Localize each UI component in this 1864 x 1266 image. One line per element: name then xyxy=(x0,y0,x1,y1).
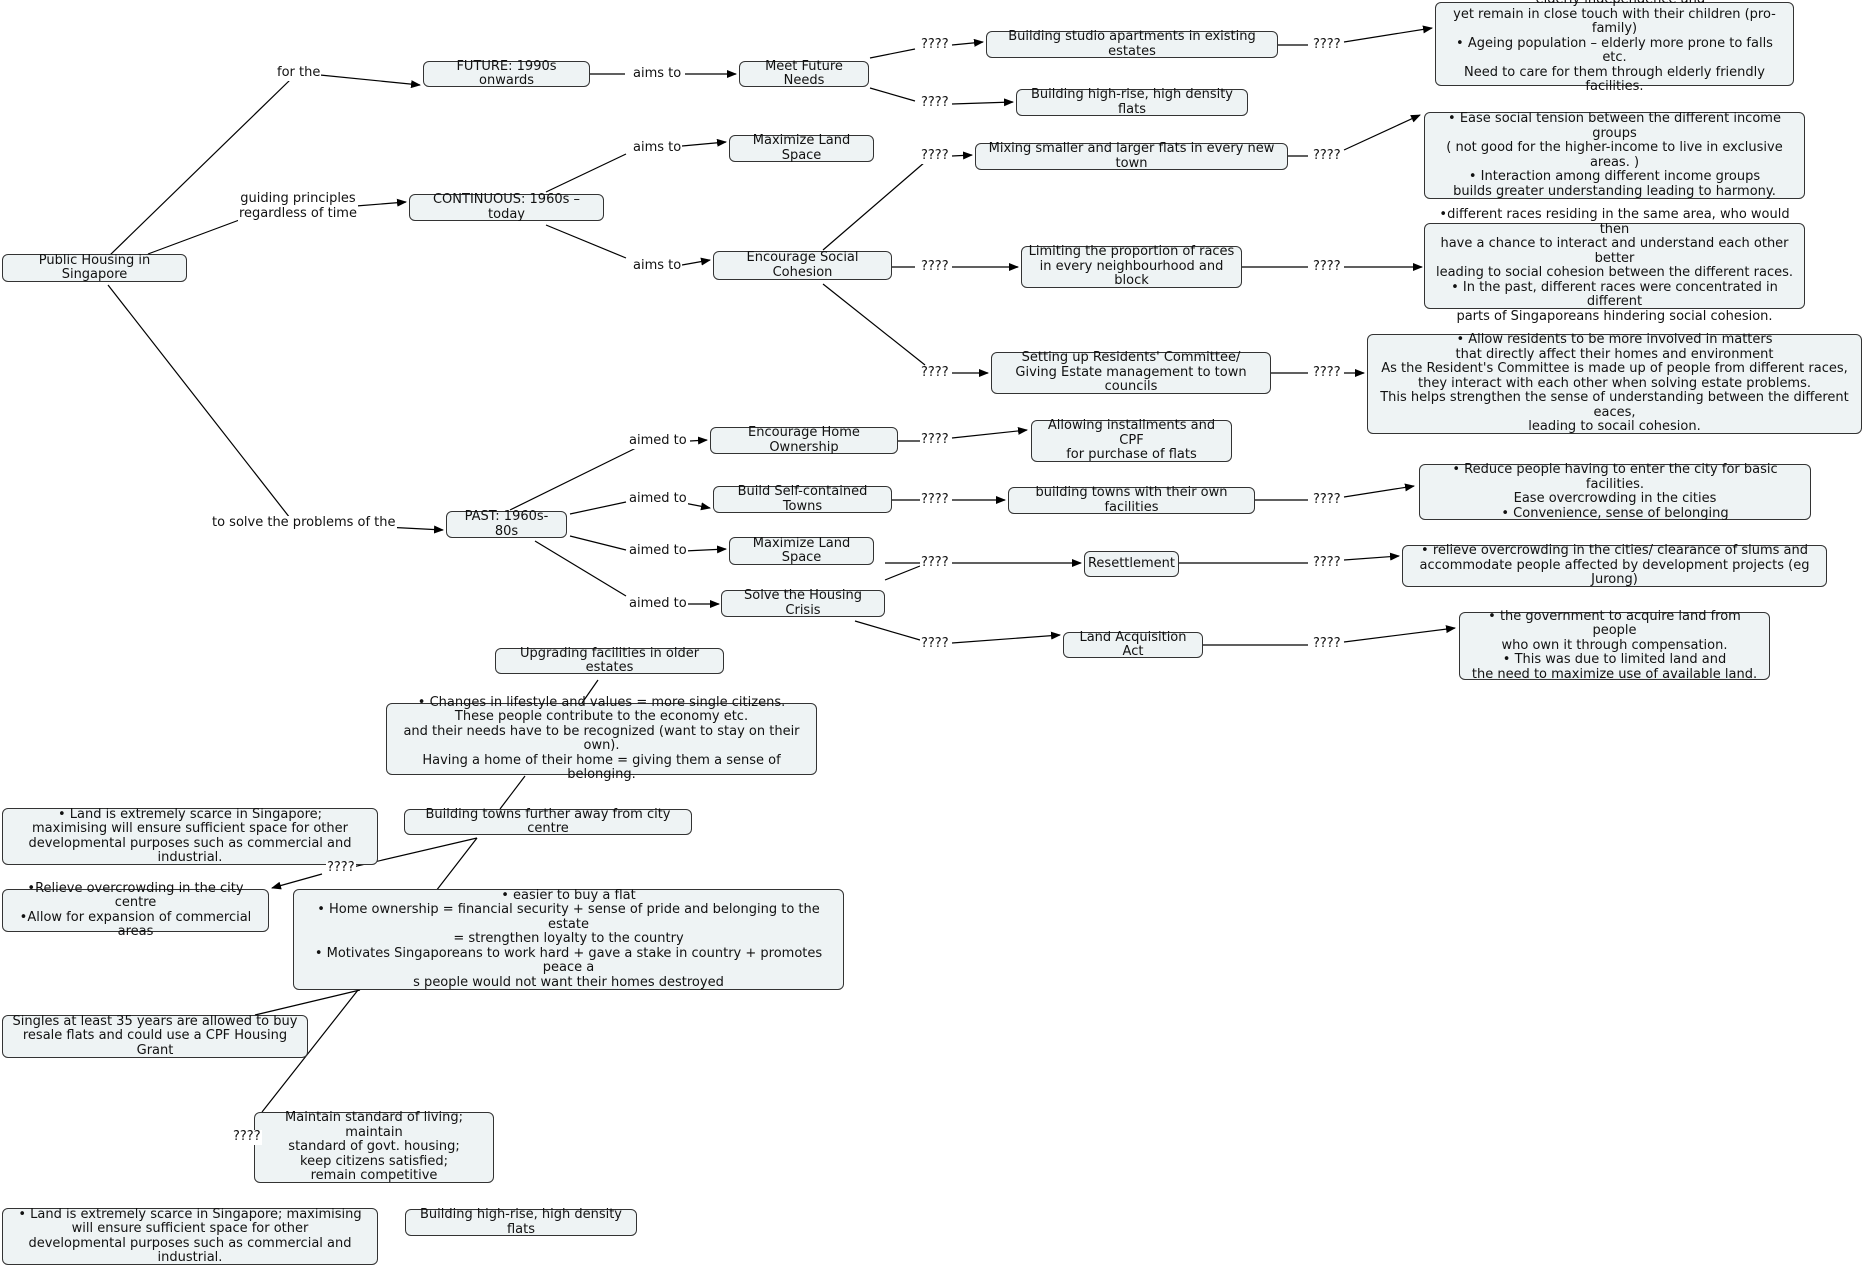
maximize-land-continuous-node[interactable]: Maximize Land Space xyxy=(729,133,874,162)
maximize-land-past-node[interactable]: Maximize Land Space xyxy=(729,536,874,565)
gov-acquire-note: • the government to acquire land from pe… xyxy=(1459,609,1770,682)
land-scarce-note-2: • Land is extremely scarce in Singapore;… xyxy=(2,1207,378,1265)
label-q-land-act: ???? xyxy=(920,636,950,652)
studio-apartments-node[interactable]: Building studio apartments in existing e… xyxy=(986,29,1278,58)
label-aimed-to-land: aimed to xyxy=(628,543,688,559)
social-cohesion-node[interactable]: Encourage Social Cohesion xyxy=(713,250,892,280)
label-q-facilities: ???? xyxy=(920,492,950,508)
label-aims-to-land: aims to xyxy=(632,140,683,156)
highrise-bottom-node[interactable]: Building high-rise, high density flats xyxy=(405,1207,637,1236)
own-facilities-node[interactable]: building towns with their own facilities xyxy=(1008,485,1255,514)
label-for-the: for the xyxy=(276,65,322,81)
label-aimed-to-crisis: aimed to xyxy=(628,596,688,612)
label-q-mixing: ???? xyxy=(920,148,950,164)
elderly-note: • elderly independence and yet remain in… xyxy=(1435,0,1794,94)
label-q-installments: ???? xyxy=(920,432,950,448)
reduce-city-note: • Reduce people having to enter the city… xyxy=(1419,462,1811,520)
continuous-node[interactable]: CONTINUOUS: 1960s – today xyxy=(409,192,604,221)
future-node[interactable]: FUTURE: 1990s onwards xyxy=(423,59,590,88)
land-acquisition-node[interactable]: Land Acquisition Act xyxy=(1063,630,1203,659)
limiting-races-node[interactable]: Limiting the proportion of races in ever… xyxy=(1021,245,1242,288)
installments-node[interactable]: Allowing installments and CPF for purcha… xyxy=(1031,419,1232,462)
label-guiding-principles: guiding principles regardless of time xyxy=(238,191,358,221)
label-q-acquire: ???? xyxy=(1312,636,1342,652)
upgrading-node[interactable]: Upgrading facilities in older estates xyxy=(495,646,724,675)
lifestyle-note: • Changes in lifestyle and values = more… xyxy=(386,695,817,782)
land-scarce-note-1: • Land is extremely scarce in Singapore;… xyxy=(2,807,378,865)
mixing-flats-node[interactable]: Mixing smaller and larger flats in every… xyxy=(975,141,1288,170)
self-contained-towns-node[interactable]: Build Self-contained Towns xyxy=(713,484,892,513)
label-q-lower-2: ???? xyxy=(232,1129,262,1145)
races-note: •different races residing in the same ar… xyxy=(1424,207,1805,323)
label-q-limiting: ???? xyxy=(920,259,950,275)
resettlement-node[interactable]: Resettlement xyxy=(1084,551,1179,577)
label-aims-to-cohesion: aims to xyxy=(632,258,683,274)
relieve-city-note: •Relieve overcrowding in the city centre… xyxy=(2,881,269,939)
label-q-involved: ???? xyxy=(1312,365,1342,381)
past-node[interactable]: PAST: 1960s-80s xyxy=(446,509,567,538)
label-aimed-to-ownership: aimed to xyxy=(628,433,688,449)
label-q-lower-1: ???? xyxy=(326,860,356,876)
label-aimed-to-towns: aimed to xyxy=(628,491,688,507)
label-q-elderly: ???? xyxy=(1312,37,1342,53)
highrise-top-node[interactable]: Building high-rise, high density flats xyxy=(1016,87,1248,116)
easier-buy-note: • easier to buy a flat • Home ownership … xyxy=(293,888,844,990)
residents-committee-node[interactable]: Setting up Residents' Committee/ Giving … xyxy=(991,351,1271,394)
meet-future-needs-node[interactable]: Meet Future Needs xyxy=(739,59,869,88)
maintain-note: Maintain standard of living; maintain st… xyxy=(254,1111,494,1183)
label-q-residents: ???? xyxy=(920,365,950,381)
housing-crisis-node[interactable]: Solve the Housing Crisis xyxy=(721,588,885,617)
label-to-solve: to solve the problems of the xyxy=(211,515,397,531)
label-q-reduce: ???? xyxy=(1312,492,1342,508)
label-q-slums: ???? xyxy=(1312,555,1342,571)
root-node[interactable]: Public Housing in Singapore xyxy=(2,253,187,282)
singles-note: Singles at least 35 years are allowed to… xyxy=(2,1014,308,1058)
label-q-highrise: ???? xyxy=(920,95,950,111)
label-q-studio: ???? xyxy=(920,37,950,53)
home-ownership-node[interactable]: Encourage Home Ownership xyxy=(710,425,898,454)
towns-further-node[interactable]: Building towns further away from city ce… xyxy=(404,807,692,836)
ease-tension-note: • Ease social tension between the differ… xyxy=(1424,111,1805,199)
label-q-races: ???? xyxy=(1312,259,1342,275)
label-q-resettlement: ???? xyxy=(920,555,950,571)
relieve-slums-note: • relieve overcrowding in the cities/ cl… xyxy=(1402,544,1827,587)
involved-note: • Allow residents to be more involved in… xyxy=(1367,333,1862,434)
label-aims-to-future: aims to xyxy=(632,66,683,82)
label-q-tension: ???? xyxy=(1312,148,1342,164)
